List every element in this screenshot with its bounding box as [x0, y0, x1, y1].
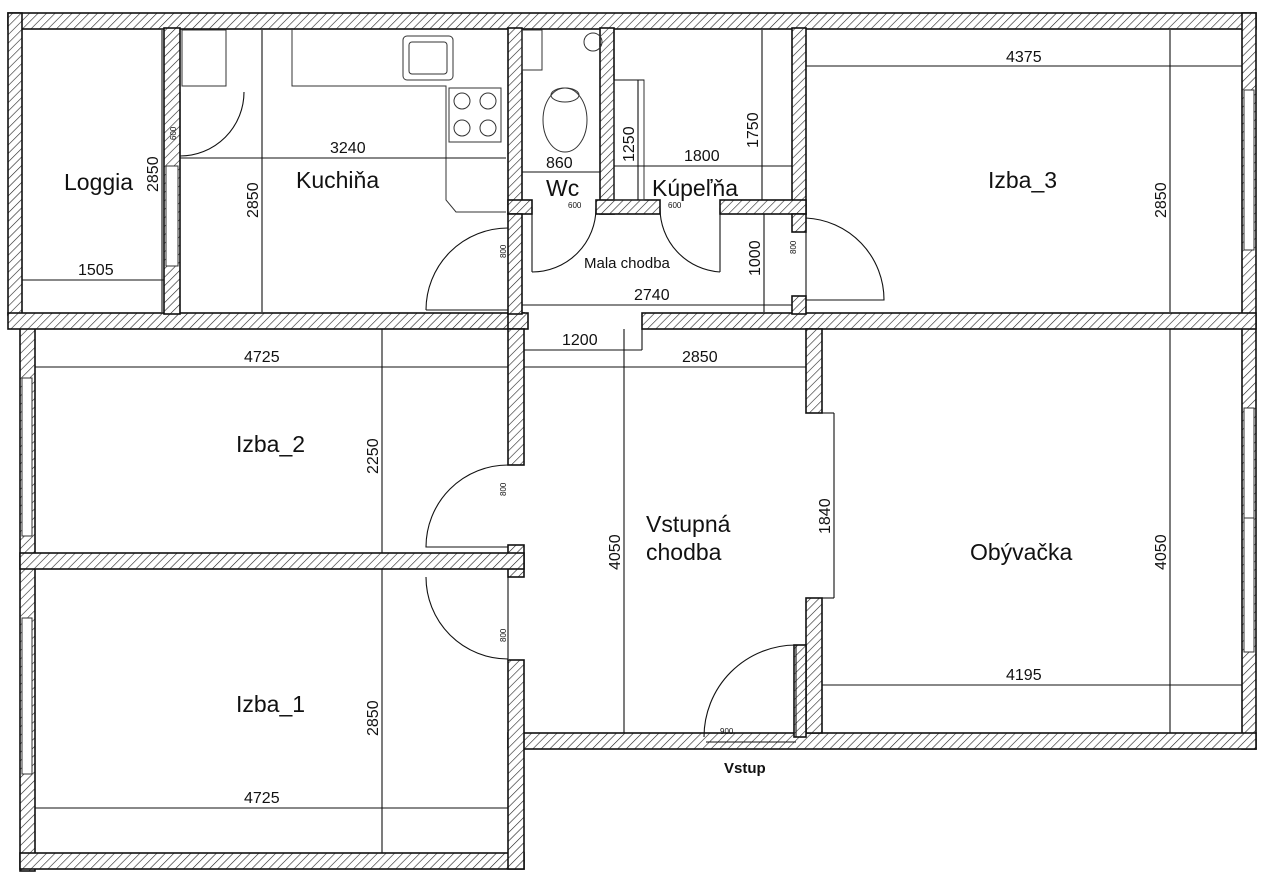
- room-label-room1: Izba_1: [236, 691, 305, 717]
- room-labels: Loggia Kuchiňa Wc Kúpeľňa Izba_3 Mala ch…: [64, 167, 1072, 777]
- dim-loggia-height: 2850: [145, 156, 162, 192]
- outer-wall-top: [7, 12, 1257, 30]
- wall-bath-room3: [791, 27, 807, 215]
- window-room1: [21, 617, 33, 775]
- dim-hall-offset: 1200: [562, 332, 598, 349]
- wc-boiler-icon: [583, 32, 603, 52]
- door-swing-room3: [805, 217, 885, 301]
- wall-small-hall-left: [507, 213, 523, 315]
- dim-entry-hall-height: 4050: [607, 534, 624, 570]
- wall-hall-living-top: [805, 328, 823, 414]
- dim-bath-width: 1800: [684, 148, 720, 165]
- window-room2: [21, 377, 33, 537]
- dim-bath-height-a: 1250: [621, 126, 638, 162]
- wall-small-hall-right-bottom: [791, 295, 807, 315]
- room-label-entry-hall-2: chodba: [646, 539, 722, 565]
- wall-wc-bath-bottom: [595, 199, 661, 215]
- window-room3: [1243, 89, 1255, 251]
- outer-wall-bottom-left: [19, 852, 525, 870]
- toilet-icon: [542, 87, 588, 153]
- dim-loggia-width: 1505: [78, 262, 114, 279]
- door-swing-room1: [425, 576, 509, 660]
- door-swing-loggia: [179, 91, 245, 157]
- kitchen-shelf-icon: [181, 29, 227, 87]
- wall-small-hall-right-top: [791, 213, 807, 233]
- door-swing-room2: [425, 464, 509, 548]
- dim-kitchen-height: 2850: [245, 182, 262, 218]
- wall-hall-left-top: [507, 328, 525, 466]
- wall-mid-horizontal-right: [641, 312, 1257, 330]
- dim-small-hall-height: 1000: [747, 240, 764, 276]
- kitchen-counter: [291, 28, 506, 213]
- wall-mid-horizontal-left: [7, 312, 525, 330]
- window-loggia-door: [165, 165, 179, 267]
- room-label-wc: Wc: [546, 175, 579, 201]
- dimension-texts: 2850 1505 3240 2850 860 1250 1800 1750 4…: [78, 49, 1170, 807]
- room-label-living: Obývačka: [970, 539, 1072, 565]
- window-living-1: [1243, 407, 1255, 519]
- wall-entry-jamb: [793, 644, 807, 738]
- door-width-bathroom: 600: [668, 201, 682, 210]
- dim-living-width: 4195: [1006, 667, 1042, 684]
- kitchen-stove-icon: [448, 87, 502, 143]
- door-width-loggia: 600: [169, 126, 178, 140]
- dim-living-opening: 1840: [817, 498, 834, 534]
- dimension-lines: [22, 30, 1242, 853]
- dim-small-hall-width: 2740: [634, 287, 670, 304]
- wall-hall-living-bottom: [805, 597, 823, 734]
- dim-room3-width: 4375: [1006, 49, 1042, 66]
- wall-wc-bottom: [507, 199, 533, 215]
- room-label-room2: Izba_2: [236, 431, 305, 457]
- door-width-wc: 600: [568, 201, 582, 210]
- wc-cistern-icon: [521, 29, 543, 71]
- door-swing-wc: [531, 207, 597, 273]
- room-label-loggia: Loggia: [64, 169, 133, 195]
- door-width-room3: 800: [789, 240, 798, 254]
- fixtures: [181, 28, 645, 213]
- dim-room2-height: 2250: [365, 438, 382, 474]
- dim-kitchen-width: 3240: [330, 140, 366, 157]
- wall-room2-room1: [19, 552, 525, 570]
- door-width-kitchen: 800: [499, 244, 508, 258]
- dim-wc-width: 860: [546, 155, 573, 172]
- wall-bath-bottom: [719, 199, 807, 215]
- door-swing-kitchen: [425, 227, 509, 311]
- windows: [21, 89, 1255, 775]
- outer-wall-left-upper: [7, 12, 23, 316]
- room-label-bathroom: Kúpeľňa: [652, 175, 738, 201]
- wall-kitchen-wc: [507, 27, 523, 215]
- wall-room1-right: [507, 659, 525, 870]
- room-label-kitchen: Kuchiňa: [296, 167, 379, 193]
- entrance-label: Vstup: [724, 760, 766, 777]
- dim-bath-height-b: 1750: [745, 112, 762, 148]
- room-label-entry-hall-1: Vstupná: [646, 511, 731, 537]
- room-label-room3: Izba_3: [988, 167, 1057, 193]
- dim-living-height: 4050: [1153, 534, 1170, 570]
- dim-room3-height: 2850: [1153, 182, 1170, 218]
- dim-room1-height: 2850: [365, 700, 382, 736]
- door-width-room2: 800: [499, 482, 508, 496]
- window-living-2: [1243, 517, 1255, 653]
- door-width-entry: 900: [720, 727, 734, 736]
- dim-entry-hall-width: 2850: [682, 349, 718, 366]
- doors: [179, 91, 885, 738]
- wall-mid-horizontal-step: [507, 312, 529, 330]
- door-swing-entry: [703, 644, 797, 738]
- dim-room2-width: 4725: [244, 349, 280, 366]
- door-width-room1: 800: [499, 628, 508, 642]
- kitchen-sink-icon: [402, 35, 454, 81]
- outer-wall-bottom-right: [507, 732, 1257, 750]
- dim-room1-width: 4725: [244, 790, 280, 807]
- wall-wc-bath: [599, 27, 615, 215]
- room-label-small-hall: Mala chodba: [584, 255, 671, 272]
- door-texts: 600 600 600 800 800 800 800 900: [169, 126, 798, 736]
- door-swing-bathroom: [659, 207, 721, 273]
